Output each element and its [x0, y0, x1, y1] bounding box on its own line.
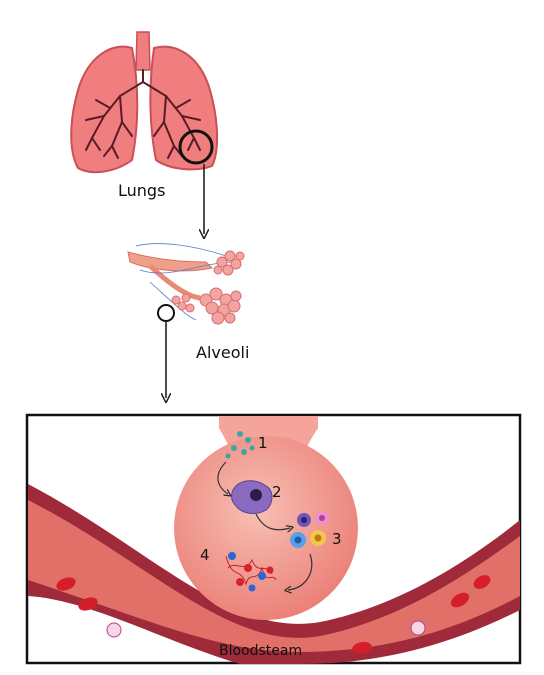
flow-arrow-1-2: [217, 461, 228, 494]
right-lung: [149, 45, 219, 171]
flow-arrow-2-3: [255, 513, 290, 530]
alveoli-illustration: [127, 243, 245, 325]
flow-arrow-3-4: [288, 553, 313, 590]
white-blood-cells: [106, 620, 426, 638]
bloodstream-panel: [25, 413, 522, 665]
fiber-nodes: [228, 552, 274, 592]
alveolar-duct: [127, 251, 214, 272]
particle-cluster: [225, 431, 255, 459]
lungs-illustration: [70, 31, 219, 174]
step-label-4: 4: [200, 546, 210, 564]
vessel-lumen: [28, 500, 520, 652]
macrophage-cell: [231, 480, 273, 514]
immune-cell-cluster: [290, 511, 329, 548]
alveolar-sacs: [171, 250, 245, 325]
step-label-3: 3: [332, 530, 342, 548]
zoom-circle-alveoli: [157, 304, 175, 322]
alveolus-sac: [174, 436, 358, 620]
step-label-1: 1: [258, 434, 268, 452]
zoom-circle-lungs: [178, 129, 214, 165]
left-lung: [70, 45, 139, 174]
step-label-2: 2: [272, 483, 282, 501]
lungs-label: Lungs: [118, 181, 165, 200]
red-blood-cells: [56, 575, 491, 655]
fibrosis-fibers: [225, 555, 277, 586]
bronchial-tree: [85, 69, 201, 159]
trachea: [135, 31, 151, 71]
alveoli-label: Alveoli: [196, 343, 249, 362]
bloodstream-label: Bloodsteam: [219, 643, 302, 659]
